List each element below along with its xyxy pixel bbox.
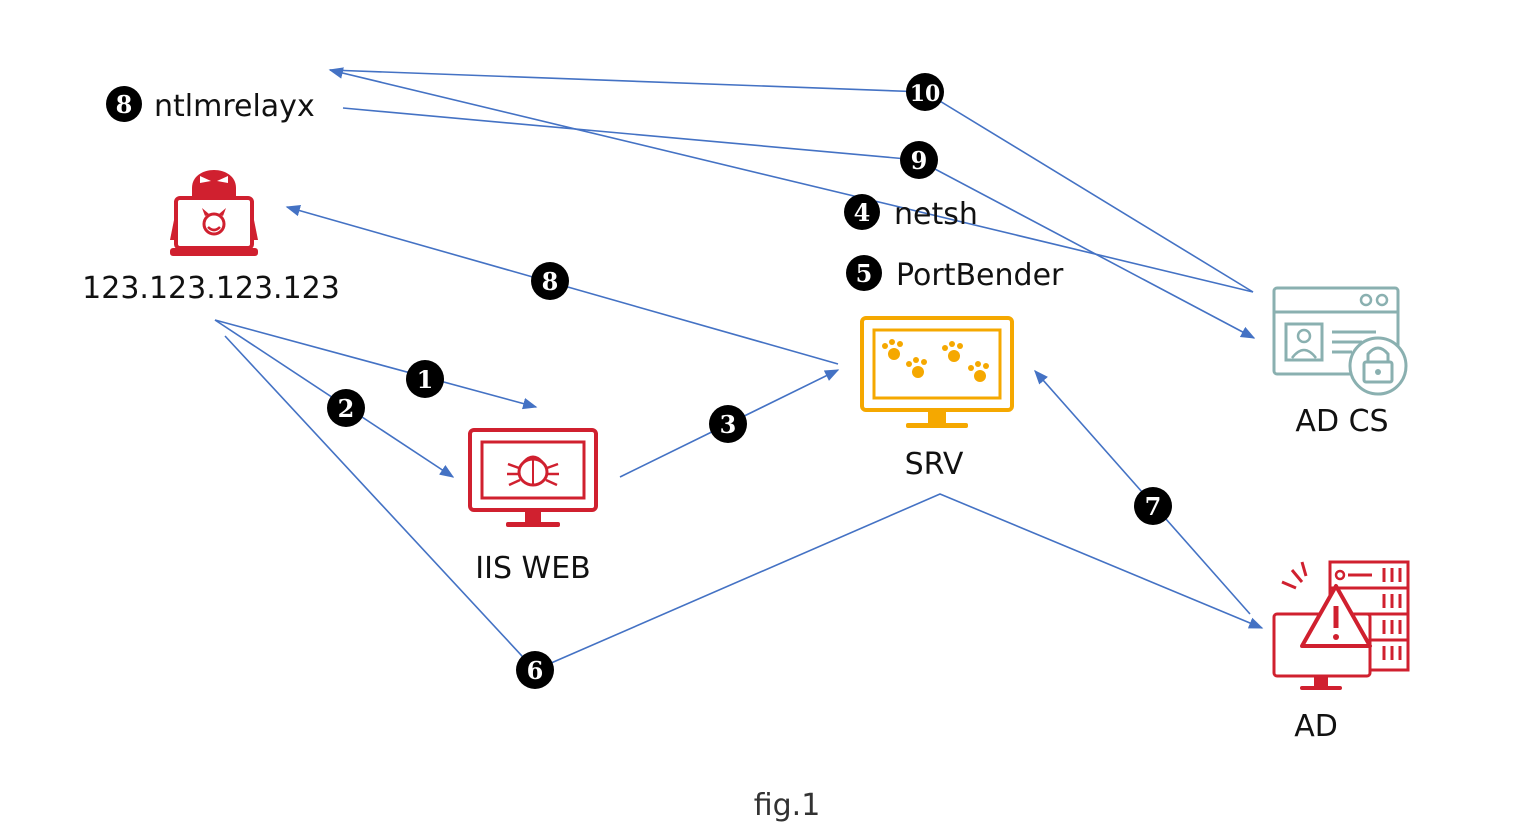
certificate-lock-icon (1272, 286, 1408, 396)
step-badge-3 (709, 405, 747, 443)
srv-label: SRV (905, 447, 964, 482)
step-badge-1 (406, 360, 444, 398)
step-badge-4 (844, 194, 880, 230)
server-warning-icon (1272, 560, 1410, 690)
figure-caption: fig.1 (754, 788, 821, 823)
connectors (214, 67, 1264, 671)
arrow-step-10 (328, 67, 1254, 293)
attacker-ip-label: 123.123.123.123 (82, 271, 340, 306)
tool-netsh: netsh (894, 197, 978, 232)
iis-web-label: IIS WEB (475, 551, 590, 586)
step-badge-8-top (106, 86, 142, 122)
tool-portbender: PortBender (896, 258, 1064, 293)
step-number-6: 6 (527, 656, 544, 685)
step-badge-10 (906, 73, 944, 111)
step-number-1: 1 (417, 365, 434, 394)
step-number-3: 3 (720, 410, 737, 439)
step-number-9: 9 (911, 146, 928, 175)
step-badge-8 (531, 262, 569, 300)
step-number-8: 8 (542, 267, 559, 296)
tool-ntlmrelayx: ntlmrelayx (154, 89, 315, 124)
paw-monitor-icon (860, 316, 1014, 428)
step-number-2: 2 (338, 394, 355, 423)
bug-monitor-icon (468, 428, 598, 527)
step-number-5: 5 (856, 259, 873, 288)
step-number-7: 7 (1145, 492, 1162, 521)
step-badge-7 (1134, 487, 1172, 525)
step-badge-9 (900, 141, 938, 179)
arrow-step-9 (342, 107, 1256, 339)
arrow-step-1 (214, 319, 538, 410)
step-badge-2 (327, 389, 365, 427)
step-number-10: 10 (910, 81, 941, 107)
arrow-step-6 (224, 335, 1264, 671)
step-number-4: 4 (854, 198, 871, 227)
adcs-label: AD CS (1295, 404, 1388, 439)
step-badge-5 (846, 255, 882, 291)
ad-label: AD (1294, 709, 1338, 744)
step-number-8-top: 8 (116, 90, 133, 119)
step-badge-6 (516, 651, 554, 689)
hacker-icon (170, 170, 258, 256)
